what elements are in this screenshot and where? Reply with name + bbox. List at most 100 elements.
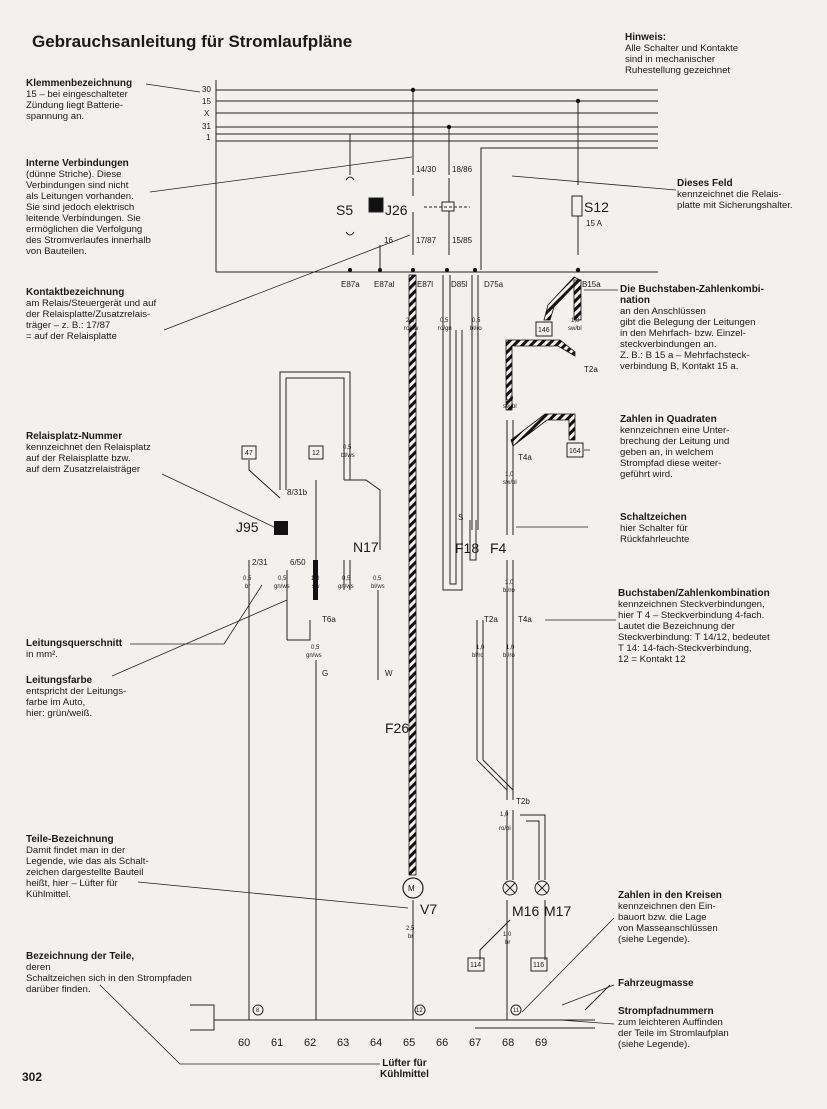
path-number: 66: [436, 1037, 448, 1049]
wire-e87l: [408, 274, 417, 876]
connector-6-50: 6/50: [290, 558, 306, 567]
component-f4: F4: [490, 540, 507, 556]
ref-square-12: 12: [312, 450, 320, 457]
wire-color: sw/bl: [568, 326, 582, 332]
wire-color: gn/ws: [338, 584, 354, 590]
svg-text:M: M: [408, 884, 415, 893]
wire-color: ro/gn: [438, 326, 452, 332]
connector-e87l: E87l: [417, 280, 433, 289]
wire-size: 0,5: [243, 576, 252, 582]
note-fahrzeugmasse: Fahrzeugmasse: [618, 978, 694, 989]
wire-color: bl/ws: [341, 453, 355, 459]
wire-size: 1,0: [503, 932, 512, 938]
wire-size: 0,5: [373, 576, 382, 582]
feed-lines: [349, 90, 579, 185]
page-title: Gebrauchsanleitung für Stromlaufpläne: [32, 32, 353, 51]
component-m17: M17: [544, 903, 571, 919]
wire-size: 1,0: [476, 645, 485, 651]
wire-color: bl/ro: [503, 588, 515, 594]
path-number: 65: [403, 1037, 415, 1049]
component-s12: S12: [584, 199, 609, 215]
contact-16: 16: [384, 236, 393, 245]
component-labels: S5 J26 S12 15 A J95 N17 F26 F18 F4 V7 M1…: [236, 199, 609, 919]
wire-size: 0,5: [311, 645, 320, 651]
motor-v7: M: [402, 877, 424, 1020]
component-j26: J26: [385, 202, 408, 218]
wire-color: bl/ro: [470, 326, 482, 332]
component-f18: F18: [455, 540, 479, 556]
wire-color: sw/bl: [503, 404, 517, 410]
connector-t2b: T2b: [516, 797, 530, 806]
component-j95: J95: [236, 519, 259, 535]
wire-size: 0,5: [472, 318, 481, 324]
left-wiring: [248, 371, 381, 1020]
connector-g: G: [322, 669, 328, 678]
ref-square-164: 164: [569, 448, 581, 455]
connector-t4a-1: T4a: [518, 453, 532, 462]
lamp-m16: [502, 880, 518, 896]
wire-color: br: [505, 940, 510, 946]
ground-circle-8: 8: [256, 1008, 260, 1014]
path-number: 60: [238, 1037, 250, 1049]
bus-label-30: 30: [202, 85, 211, 94]
connector-2-31: 2/31: [252, 558, 268, 567]
wire-size: 0,5: [278, 576, 287, 582]
connector-s: S: [458, 513, 463, 522]
connector-labels: E87a E87al E87l D85l D75a B15a T6a T2a T…: [252, 280, 601, 806]
lamp-m17: [534, 880, 550, 896]
wire-color: gn/ws: [306, 653, 322, 659]
reference-squares: 146 164 47 12 114 116: [241, 321, 584, 972]
wire-color: bl/ro: [503, 653, 515, 659]
wire-color: gn/ws: [274, 584, 290, 590]
ground-circle-12: 12: [416, 1008, 423, 1014]
wire-size: 1,0: [500, 812, 509, 818]
label-lufter-fur-kuhlmittel: Lüfter für Kühlmittel: [380, 1058, 429, 1080]
relay-j26: [345, 176, 583, 270]
ref-square-114: 114: [470, 962, 481, 969]
wire-color: br: [408, 934, 413, 940]
bus-label-x: X: [204, 109, 210, 118]
wire-color: sw/bl: [503, 480, 517, 486]
bus-label-15: 15: [202, 97, 211, 106]
bus-labels: 30 15 X 31 1: [202, 85, 211, 142]
wire-color: bl/ws: [371, 584, 385, 590]
wire-size: 1,0: [311, 576, 320, 582]
connector-d85l: D85l: [451, 280, 468, 289]
wire-size: 2,5: [406, 318, 415, 324]
connector-d75a: D75a: [484, 280, 504, 289]
contact-18-86: 18/86: [452, 165, 473, 174]
connector-e87a: E87a: [341, 280, 360, 289]
ref-square-47: 47: [245, 450, 253, 457]
bus-lines: [216, 89, 658, 142]
wire-size: 0,5: [343, 445, 352, 451]
connector-8-31b: 8/31b: [287, 488, 308, 497]
wire-labels: 2,5 ro/sw 0,5 ro/gn 0,5 bl/ro 1,0 sw/bl …: [243, 318, 582, 946]
component-v7: V7: [420, 901, 437, 917]
wire-color: ro/bl: [499, 826, 511, 832]
ground-circle-11: 11: [513, 1008, 520, 1014]
component-s12-rating: 15 A: [586, 219, 603, 228]
ground-circles: 8 12 11: [252, 1004, 522, 1016]
wire-size: 1,0: [505, 580, 514, 586]
note-hinweis: Hinweis:Alle Schalter und Kontakte sind …: [625, 32, 739, 76]
path-number: 62: [304, 1037, 316, 1049]
path-number: 69: [535, 1037, 547, 1049]
path-number: 67: [469, 1037, 481, 1049]
wire-color: sw: [312, 584, 320, 590]
leader-lines: [99, 83, 677, 1065]
bus-label-1: 1: [206, 133, 211, 142]
note-bezeichnung-der-teile: Bezeichnung der Teile,deren Schaltzeiche…: [26, 951, 192, 995]
contact-14-30: 14/30: [416, 165, 437, 174]
path-number: 68: [502, 1037, 514, 1049]
wire-size: 1,0: [571, 318, 580, 324]
connector-t6a: T6a: [322, 615, 336, 624]
wire-b15a: [505, 276, 582, 447]
